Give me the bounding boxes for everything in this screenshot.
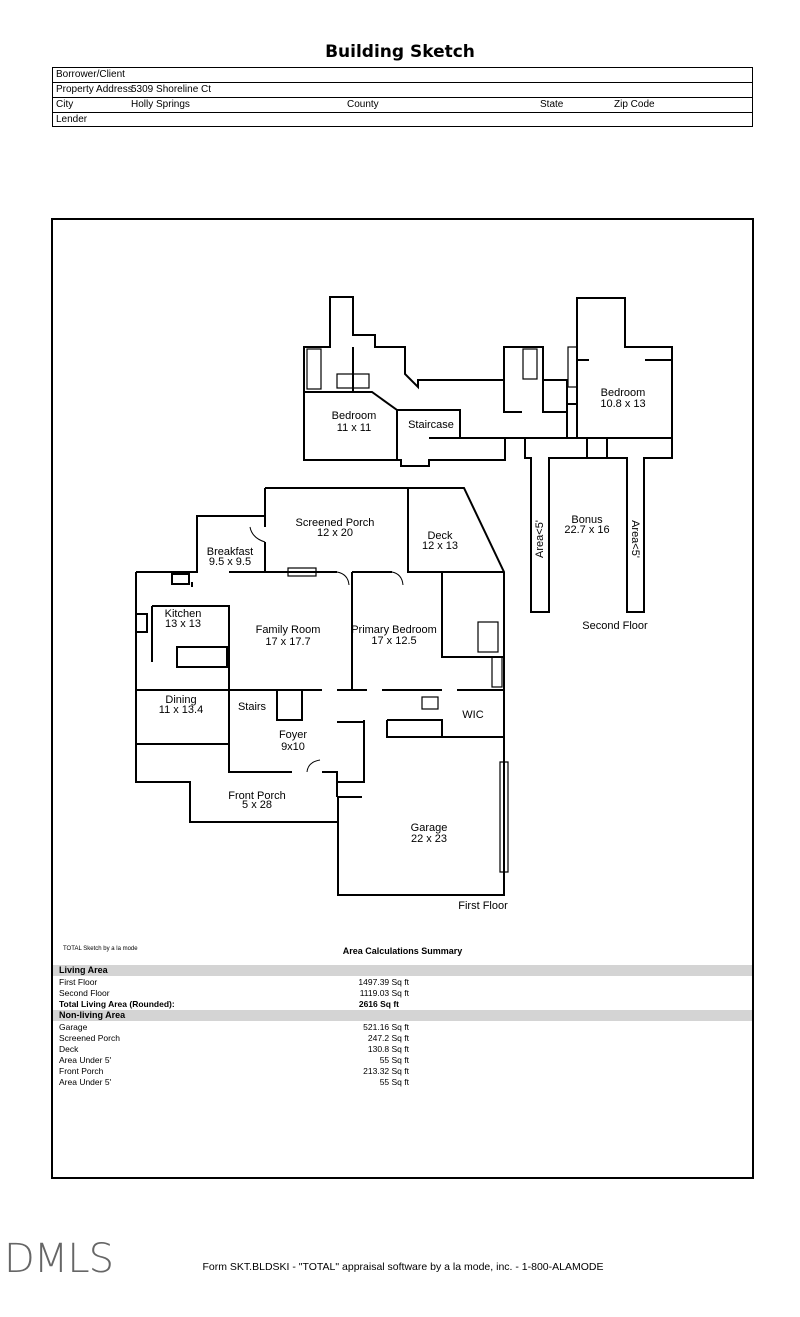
row-value: 247.2 Sq ft [367, 1033, 409, 1043]
summary-row: Deck 130.8 Sq ft [53, 1044, 752, 1055]
area-under-5-left: Area<5' [534, 520, 546, 558]
second-floor-outline [303, 296, 673, 613]
form-footer: Form SKT.BLDSKI - "TOTAL" appraisal soft… [202, 1261, 604, 1273]
dmls-watermark: DMLS [4, 1236, 114, 1282]
room-screened-porch-dim: 12 x 20 [317, 527, 353, 539]
header-table: Borrower/Client Property Address 5309 Sh… [52, 67, 753, 127]
room-bedroom-right: Bedroom [601, 387, 646, 399]
lender-row: Lender [53, 113, 752, 128]
row-value: 55 Sq ft [379, 1077, 409, 1087]
sketch-frame: Bedroom 11 x 11 Staircase Bedroom 10.8 x… [51, 218, 754, 1179]
room-front-porch-dim: 5 x 28 [242, 799, 272, 811]
summary-row: Area Under 5' 55 Sq ft [53, 1077, 752, 1088]
room-screened-porch: Screened Porch [296, 517, 375, 529]
room-dining: Dining [165, 694, 196, 706]
room-family-room-dim: 17 x 17.7 [265, 636, 310, 648]
borrower-label: Borrower/Client [56, 69, 125, 80]
total-value: 2616 Sq ft [358, 999, 399, 1009]
city-label: City [56, 99, 74, 110]
state-label: State [540, 99, 564, 110]
room-deck: Deck [427, 530, 453, 542]
area-under-5-right: Area<5' [629, 520, 641, 558]
address-row: Property Address 5309 Shoreline Ct [53, 83, 752, 98]
address-value: 5309 Shoreline Ct [131, 84, 212, 95]
page-title: Building Sketch [325, 42, 475, 62]
room-primary-bedroom: Primary Bedroom [351, 624, 437, 636]
room-family-room: Family Room [256, 624, 321, 636]
room-bonus: Bonus [571, 514, 603, 526]
software-note: TOTAL Sketch by a la mode [63, 946, 138, 952]
room-staircase: Staircase [408, 419, 454, 431]
summary-row: Second Floor 1119.03 Sq ft [53, 988, 752, 999]
room-stairs: Stairs [238, 701, 267, 713]
first-floor-walls [136, 571, 504, 798]
total-label: Total Living Area (Rounded): [59, 999, 175, 1009]
room-primary-bedroom-dim: 17 x 12.5 [371, 635, 416, 647]
first-floor-label: First Floor [458, 900, 508, 912]
city-value: Holly Springs [131, 99, 190, 110]
room-kitchen-dim: 13 x 13 [165, 618, 201, 630]
nonliving-area-band: Non-living Area [53, 1010, 752, 1021]
summary-row: Garage 521.16 Sq ft [53, 1022, 752, 1033]
room-kitchen: Kitchen [165, 608, 202, 620]
lender-label: Lender [56, 114, 88, 125]
room-breakfast: Breakfast [207, 546, 253, 558]
second-floor-label: Second Floor [582, 620, 648, 632]
living-area-band: Living Area [53, 965, 752, 976]
summary-row: Area Under 5' 55 Sq ft [53, 1055, 752, 1066]
room-dining-dim: 11 x 13.4 [159, 704, 203, 716]
row-value: 521.16 Sq ft [363, 1022, 409, 1032]
summary-row: Front Porch 213.32 Sq ft [53, 1066, 752, 1077]
floor-plan: Bedroom 11 x 11 Staircase Bedroom 10.8 x… [135, 296, 673, 912]
summary-row: First Floor 1497.39 Sq ft [53, 977, 752, 988]
porch-outline [264, 487, 505, 737]
room-bedroom-left-dim: 11 x 11 [337, 422, 371, 434]
room-bonus-dim: 22.7 x 16 [564, 524, 609, 536]
row-name: Garage [59, 1022, 88, 1032]
row-value: 1119.03 Sq ft [359, 988, 409, 998]
room-foyer-dim: 9x10 [281, 741, 305, 753]
living-area-heading: Living Area [59, 965, 108, 975]
address-label: Property Address [56, 84, 133, 95]
second-floor-walls [304, 347, 672, 612]
room-front-porch: Front Porch [228, 790, 285, 802]
room-garage: Garage [411, 822, 448, 834]
row-name: Area Under 5' [59, 1055, 112, 1065]
room-bedroom-left: Bedroom [332, 410, 377, 422]
summary-heading: Area Calculations Summary [342, 946, 463, 956]
county-label: County [347, 99, 379, 110]
row-name: First Floor [59, 977, 98, 987]
room-deck-dim: 12 x 13 [422, 540, 458, 552]
city-row: City Holly Springs County State Zip Code [53, 98, 752, 113]
row-name: Area Under 5' [59, 1077, 112, 1087]
summary-row: Screened Porch 247.2 Sq ft [53, 1033, 752, 1044]
row-value: 130.8 Sq ft [367, 1044, 409, 1054]
room-wic: WIC [462, 709, 483, 721]
row-value: 55 Sq ft [379, 1055, 409, 1065]
total-living-row: Total Living Area (Rounded): 2616 Sq ft [53, 999, 752, 1010]
borrower-row: Borrower/Client [53, 68, 752, 83]
zip-label: Zip Code [614, 99, 655, 110]
room-garage-dim: 22 x 23 [411, 833, 447, 845]
room-bedroom-right-dim: 10.8 x 13 [600, 398, 645, 410]
row-value: 1497.39 Sq ft [358, 977, 409, 987]
row-name: Deck [59, 1044, 79, 1054]
nonliving-area-heading: Non-living Area [59, 1010, 126, 1020]
row-value: 213.32 Sq ft [363, 1066, 409, 1076]
room-breakfast-dim: 9.5 x 9.5 [209, 556, 251, 568]
row-name: Screened Porch [59, 1033, 120, 1043]
room-foyer: Foyer [279, 729, 307, 741]
row-name: Front Porch [59, 1066, 104, 1076]
row-name: Second Floor [59, 988, 110, 998]
